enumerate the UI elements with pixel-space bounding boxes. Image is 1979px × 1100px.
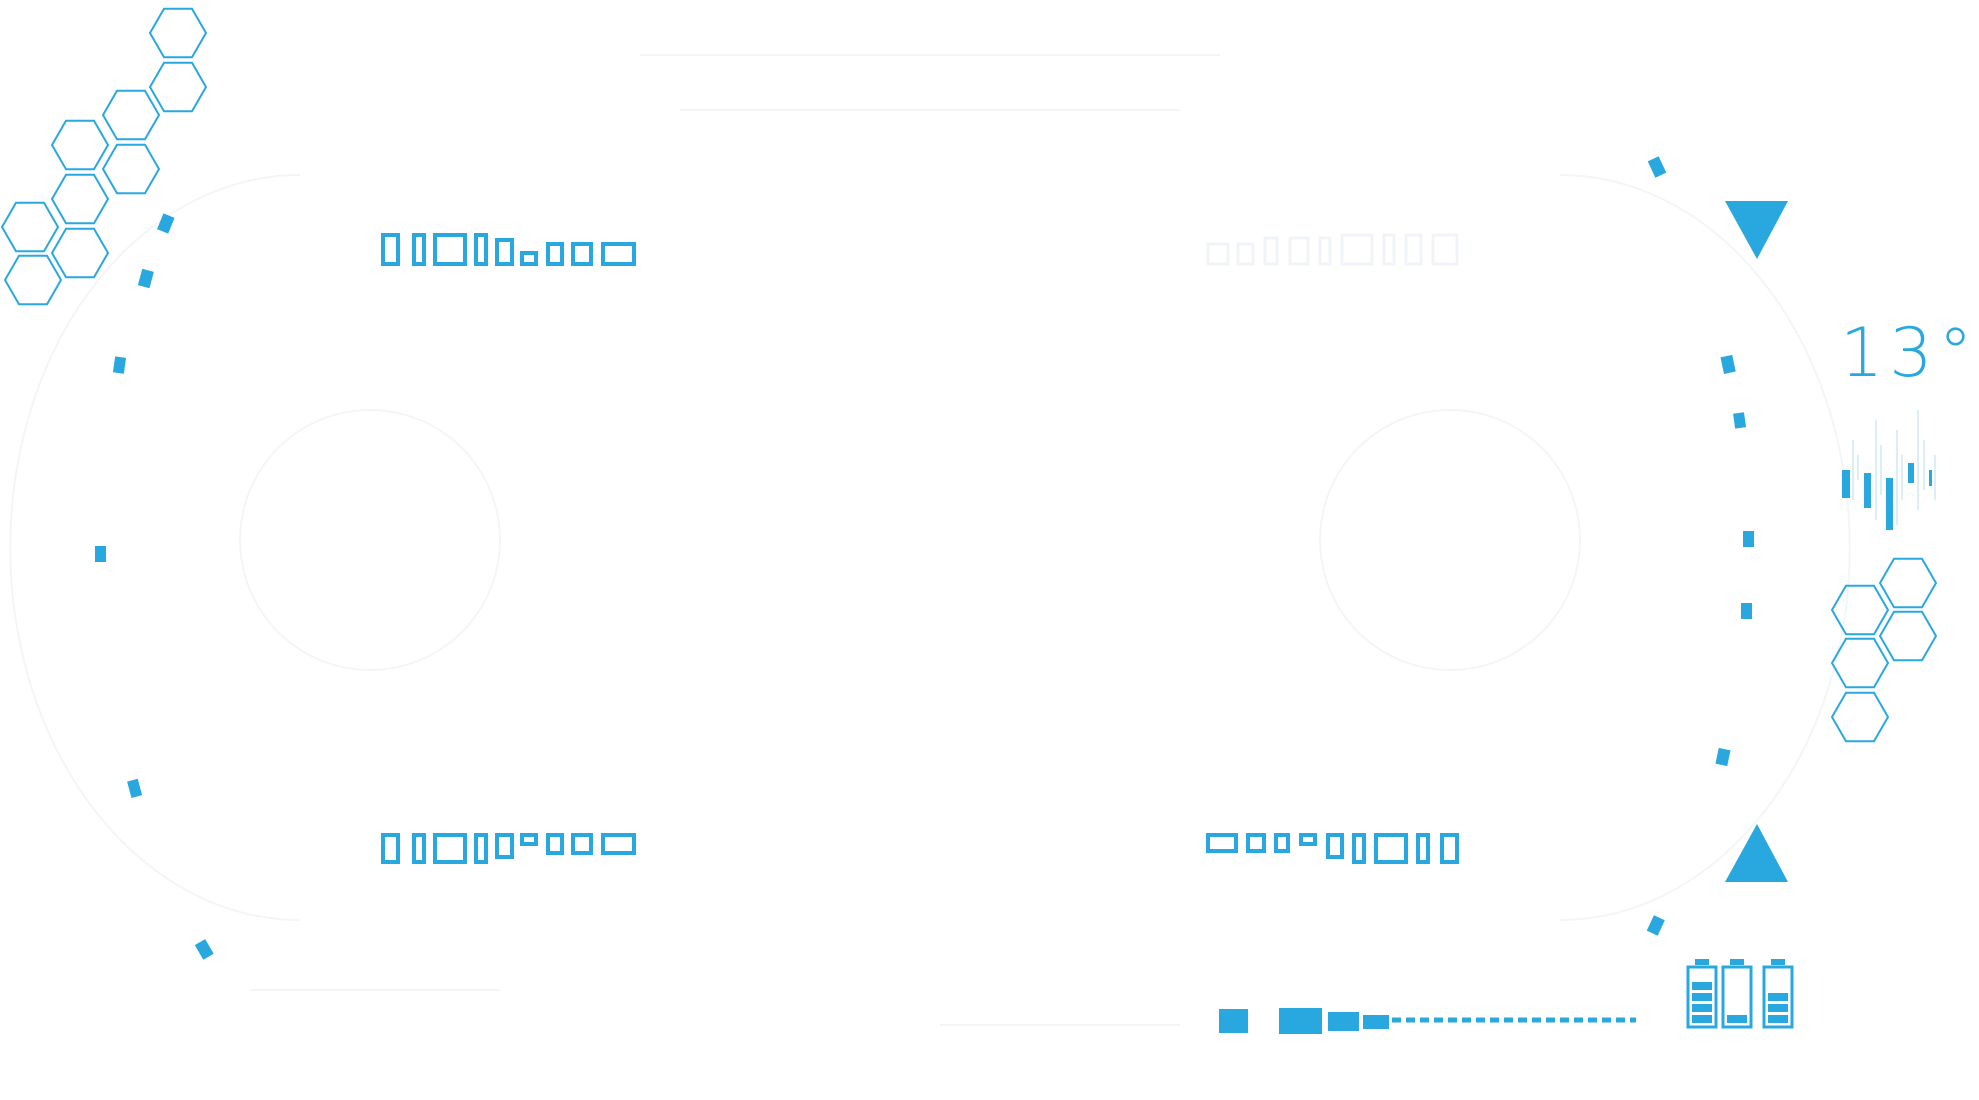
battery-segment <box>1692 1004 1712 1012</box>
battery-segment <box>1768 1004 1788 1012</box>
battery-segment <box>1692 1015 1712 1023</box>
battery-body <box>1686 965 1718 1029</box>
triangle-up-icon <box>1725 824 1788 882</box>
temperature-readout: 13° <box>1840 314 1979 393</box>
glyph-bar-top-left <box>381 233 636 266</box>
battery-segment <box>1768 993 1788 1001</box>
signal-strip <box>1219 1008 1389 1034</box>
right-dashed-arc <box>1646 156 1754 936</box>
hexagon-cluster-right-icon <box>1831 557 1937 743</box>
battery-cap <box>1771 959 1785 965</box>
battery-body <box>1762 965 1794 1029</box>
battery-icon <box>1686 959 1794 1029</box>
battery-segment <box>1768 1015 1788 1023</box>
battery-segment <box>1692 982 1712 990</box>
battery-cap <box>1730 959 1744 965</box>
triangle-down-icon <box>1725 201 1788 259</box>
battery-cap <box>1695 959 1709 965</box>
left-dashed-arc <box>95 213 214 960</box>
audio-waveform-faint <box>1852 410 1936 525</box>
faint-frame <box>9 54 1851 1026</box>
glyph-bar-bottom-right <box>1206 833 1459 864</box>
glyph-bar-top-right-faint <box>1206 233 1459 266</box>
battery-segment <box>1727 1015 1747 1023</box>
battery-body <box>1721 965 1753 1029</box>
battery-segment <box>1692 993 1712 1001</box>
hexagon-cluster-top-left-icon <box>1 7 207 306</box>
audio-waveform-icon <box>1842 463 1932 530</box>
glyph-bar-bottom-left <box>381 833 636 864</box>
